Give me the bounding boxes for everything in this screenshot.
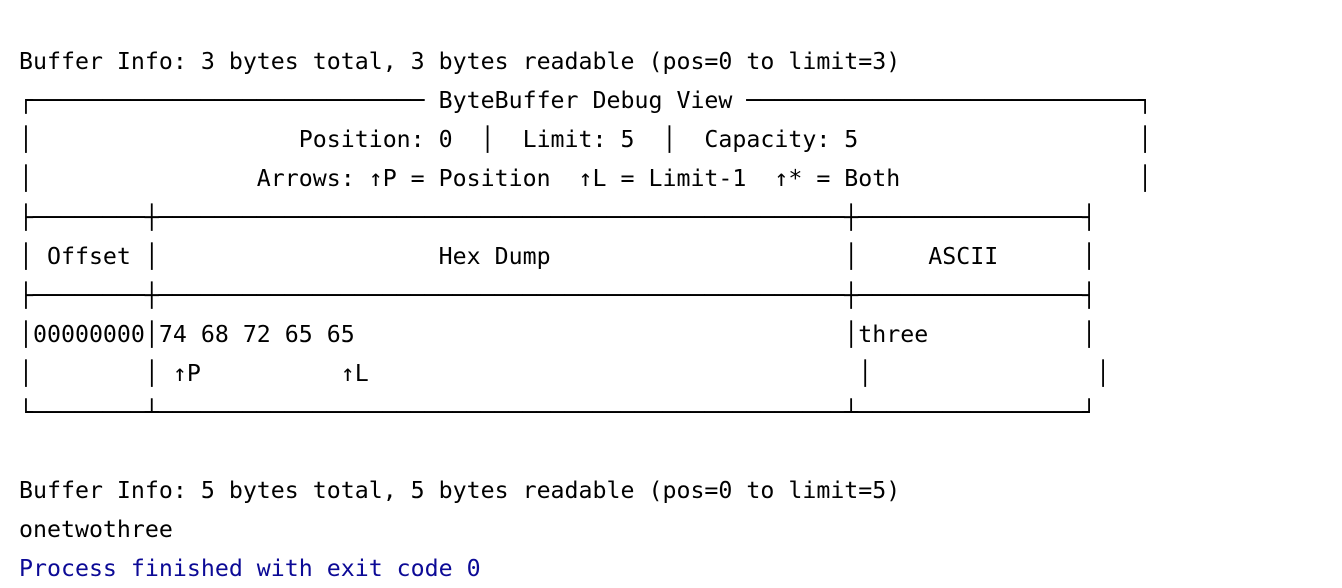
stdout-line: onetwothree xyxy=(19,516,173,543)
buffer-info-line-2: Buffer Info: 5 bytes total, 5 bytes read… xyxy=(19,477,901,504)
table-data-row: │00000000│74 68 72 65 65 │three │ xyxy=(19,321,1097,348)
table-header-line: │ Offset │ Hex Dump │ ASCII │ xyxy=(19,243,1097,270)
table-header-border: ├────────┼──────────────────────────────… xyxy=(19,282,1097,309)
box-stats-line: │ Position: 0 │ Limit: 5 │ Capacity: 5 │ xyxy=(19,126,1153,153)
table-marker-row: │ │ ↑P ↑L │ │ xyxy=(19,360,1111,387)
blank-line xyxy=(19,432,1342,471)
box-title-border: ┌──────────────────────────── ByteBuffer… xyxy=(19,87,1153,114)
table-border-top: ├────────┼──────────────────────────────… xyxy=(19,204,1097,231)
table-border-bottom: └────────┴──────────────────────────────… xyxy=(19,399,1097,426)
buffer-info-line-1: Buffer Info: 3 bytes total, 3 bytes read… xyxy=(19,48,901,75)
box-arrows-legend-line: │ Arrows: ↑P = Position ↑L = Limit-1 ↑* … xyxy=(19,165,1153,192)
process-finished-line: Process finished with exit code 0 xyxy=(19,555,481,582)
